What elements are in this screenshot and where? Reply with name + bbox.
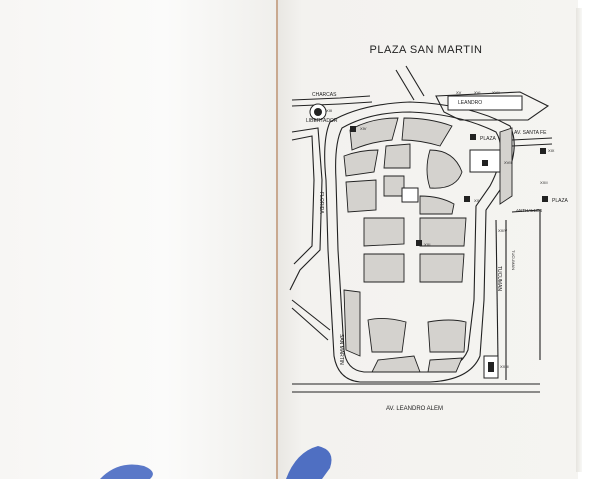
marker-24: XXIV (498, 228, 507, 233)
label-alem: AV. LEANDRO ALEM (386, 406, 443, 412)
marker-20: XX (474, 198, 480, 203)
marker-13: XIII (326, 108, 332, 113)
label-santa-fe: AV. SANTA FE (514, 130, 547, 136)
label-florida: FLORIDA (318, 192, 324, 214)
marker-18: XVIII (504, 160, 513, 165)
marker-23: XXIII (500, 364, 509, 369)
garden-beds (343, 117, 513, 373)
label-plaza-2: PLAZA (552, 198, 569, 204)
marker-17: XVII (492, 90, 500, 95)
icon-markers (314, 108, 548, 372)
label-corner: ANTHALLES (516, 208, 542, 213)
marker-16: XVI (474, 90, 480, 95)
label-tucuman-alt: TUCUMAN (511, 250, 516, 270)
label-charcas: CHARCAS (312, 92, 337, 98)
marker-14: XIV (360, 126, 367, 131)
label-leandro-top: LEANDRO (458, 100, 482, 106)
label-libertador: LIBERTADOR (306, 118, 338, 124)
marker-21: XXI (424, 242, 430, 247)
label-tucuman: TUCUMAN (496, 266, 502, 291)
marker-19: XIX (548, 148, 555, 153)
marker-15: XV (456, 90, 462, 95)
label-plaza-1: PLAZA (480, 136, 497, 142)
page-edge (576, 8, 582, 472)
marker-22: XXII (540, 180, 548, 185)
left-blank-page (0, 0, 276, 479)
map-title: PLAZA SAN MARTIN (369, 44, 483, 56)
label-san-martin: SAN MARTIN (338, 334, 344, 365)
